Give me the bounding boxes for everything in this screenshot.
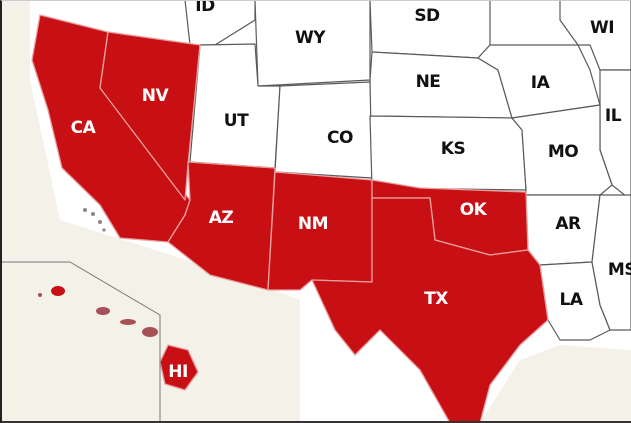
label-MO: MO xyxy=(548,142,578,162)
island-dot xyxy=(98,220,102,224)
label-MS: MS xyxy=(608,260,631,280)
label-NE: NE xyxy=(416,72,441,92)
channel-islands xyxy=(83,208,106,232)
island-dot xyxy=(83,208,87,212)
hawaii-island-niihau xyxy=(38,293,42,297)
label-CO: CO xyxy=(327,128,353,148)
label-WY: WY xyxy=(295,28,326,48)
label-IL: IL xyxy=(605,106,622,126)
hawaii-inset-border xyxy=(0,261,161,423)
hawaii-island-molokai xyxy=(120,319,136,325)
label-CA: CA xyxy=(71,118,97,138)
state-MS[interactable] xyxy=(591,194,631,331)
state-WI[interactable] xyxy=(559,0,631,71)
label-OK: OK xyxy=(460,200,488,220)
island-dot xyxy=(102,228,106,232)
hawaii-island-kauai xyxy=(51,286,65,296)
label-UT: UT xyxy=(224,111,249,131)
highlighted-states xyxy=(31,14,549,423)
label-LA: LA xyxy=(560,290,584,310)
hawaii-islands xyxy=(38,286,199,391)
plain-states xyxy=(164,0,631,341)
state-NV[interactable] xyxy=(99,31,201,201)
label-NM: NM xyxy=(298,214,328,234)
state-labels: CA NV AZ NM TX OK HI UT CO WY SD NE KS I… xyxy=(71,0,631,382)
label-SD: SD xyxy=(414,6,440,26)
label-HI: HI xyxy=(168,362,188,382)
state-CO[interactable] xyxy=(274,81,373,179)
island-dot xyxy=(91,212,95,216)
label-WI: WI xyxy=(590,18,614,38)
hawaii-island-maui xyxy=(142,327,158,337)
label-TX: TX xyxy=(424,289,448,309)
label-AR: AR xyxy=(555,214,581,234)
label-IA: IA xyxy=(531,73,551,93)
label-KS: KS xyxy=(441,139,465,159)
state-TX[interactable] xyxy=(311,197,549,423)
label-AZ: AZ xyxy=(209,208,234,228)
label-NV: NV xyxy=(142,86,170,106)
hawaii-island-oahu xyxy=(96,307,110,315)
label-ID: ID xyxy=(195,0,215,16)
